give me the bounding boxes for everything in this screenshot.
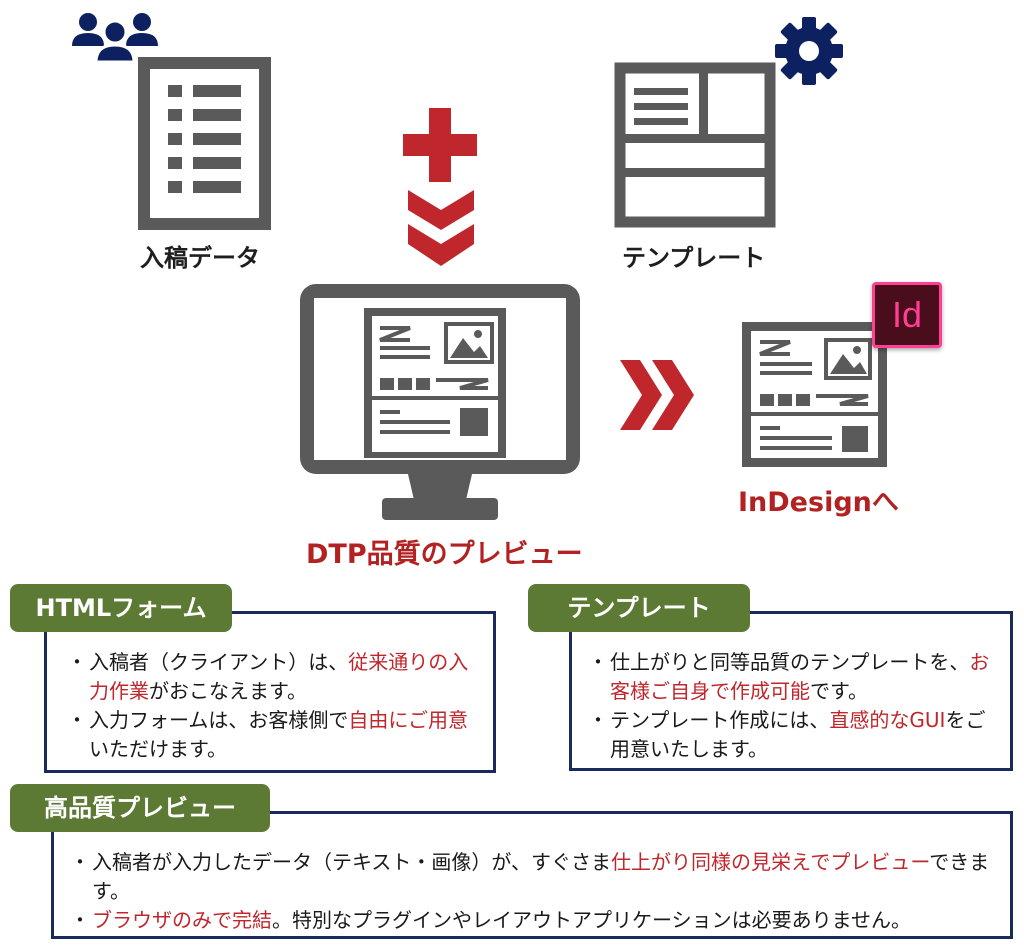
template-label: テンプレート bbox=[622, 244, 766, 272]
html-form-bullet-2: 入力フォームは、お客様側で自由にご用意いただけます。 bbox=[67, 706, 479, 764]
template-heading: テンプレート bbox=[528, 584, 750, 632]
template-panel: 仕上がりと同等品質のテンプレートを、お客様ご自身で作成可能です。 テンプレート作… bbox=[569, 611, 1013, 771]
dtp-preview-label: DTP品質のプレビュー bbox=[306, 539, 583, 570]
input-data-label: 入稿データ bbox=[140, 244, 260, 272]
preview-bullet-1: 入稿者が入力したデータ（テキスト・画像）が、すぐさま仕上がり同様の見栄えでプレビ… bbox=[70, 848, 1002, 906]
html-form-heading: HTMLフォーム bbox=[10, 584, 232, 632]
indesign-badge-text: Id bbox=[891, 294, 923, 335]
preview-heading: 高品質プレビュー bbox=[10, 784, 270, 832]
template-bullet-2: テンプレート作成には、直感的なGUIをご用意いたします。 bbox=[588, 706, 1000, 764]
preview-panel: 入稿者が入力したデータ（テキスト・画像）が、すぐさま仕上がり同様の見栄えでプレビ… bbox=[51, 811, 1013, 939]
document-list-icon bbox=[138, 57, 271, 230]
template-layout-icon bbox=[614, 62, 776, 228]
chevron-double-right-icon bbox=[620, 360, 694, 430]
html-form-bullet-1: 入稿者（クライアント）は、従来通りの入力作業がおこなえます。 bbox=[67, 648, 479, 706]
plus-icon bbox=[403, 108, 477, 182]
indesign-document-icon bbox=[742, 322, 887, 467]
indesign-app-icon: Id bbox=[872, 282, 942, 348]
chevron-double-down-icon bbox=[408, 190, 474, 266]
monitor-preview-icon bbox=[300, 284, 580, 524]
html-form-panel: 入稿者（クライアント）は、従来通りの入力作業がおこなえます。 入力フォームは、お… bbox=[44, 611, 496, 773]
template-bullet-1: 仕上がりと同等品質のテンプレートを、お客様ご自身で作成可能です。 bbox=[588, 648, 1000, 706]
preview-bullet-2: ブラウザのみで完結。特別なプラグインやレイアウトアプリケーションは必要ありません… bbox=[70, 906, 1002, 935]
gear-icon bbox=[774, 16, 844, 86]
indesign-label: InDesignへ bbox=[738, 487, 899, 518]
users-icon bbox=[70, 10, 162, 62]
